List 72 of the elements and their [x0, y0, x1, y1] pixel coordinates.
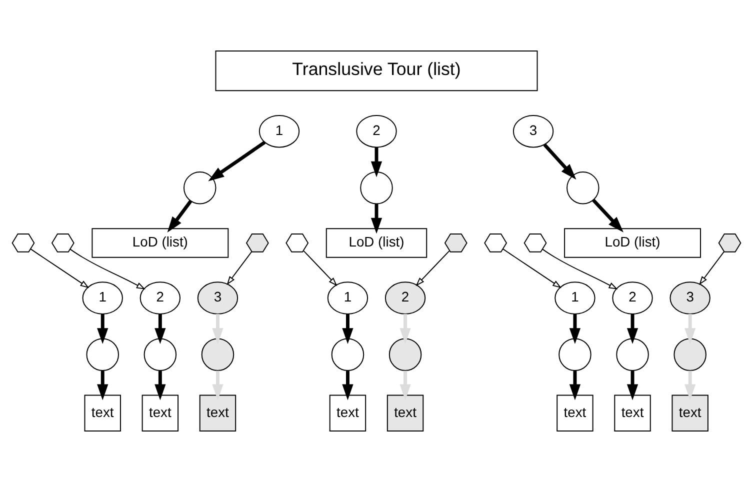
arrow [416, 250, 450, 286]
node-ellipse: 1 [327, 281, 368, 314]
node-box: LoD (list) [564, 228, 701, 258]
node-hexagon [246, 233, 269, 252]
arrow [226, 250, 252, 285]
node-ellipse: 3 [197, 281, 238, 314]
node-ellipse: 2 [384, 281, 426, 314]
node-box: LoD (list) [326, 228, 428, 258]
node-box: text [672, 394, 708, 432]
arrow [543, 143, 576, 180]
node-circle [360, 171, 393, 204]
arrow [342, 313, 354, 344]
node-box: text [556, 394, 594, 432]
arrow [370, 203, 382, 234]
node-ellipse: 2 [612, 281, 653, 314]
node-box: text [84, 394, 121, 432]
node-box: text [199, 394, 236, 432]
arrow [97, 370, 108, 400]
arrow [502, 248, 562, 288]
arrow [154, 313, 166, 344]
node-circle [86, 338, 119, 370]
arrow [626, 313, 638, 344]
arrow [212, 370, 224, 400]
arrow [569, 313, 581, 344]
node-box: text [386, 394, 424, 432]
node-ellipse: 2 [356, 114, 397, 148]
arrow [542, 248, 618, 289]
arrow [400, 370, 411, 400]
node-ellipse: 2 [140, 281, 181, 314]
arrow [592, 198, 624, 232]
arrow [167, 200, 192, 232]
node-circle [388, 338, 422, 370]
node-ellipse: 3 [512, 114, 554, 148]
node-circle [566, 171, 600, 204]
arrow [626, 370, 638, 400]
node-ellipse: 3 [670, 281, 710, 314]
arrow [684, 313, 696, 344]
node-hexagon [524, 233, 547, 252]
arrow [154, 370, 166, 400]
node-hexagon [718, 233, 742, 252]
node-circle [616, 338, 649, 370]
arrow [30, 248, 90, 288]
node-box: text [329, 394, 366, 432]
node-ellipse: 1 [82, 281, 123, 314]
node-box: LoD (list) [92, 228, 229, 258]
arrow [70, 248, 146, 289]
node-hexagon [484, 233, 508, 252]
node-circle [184, 171, 216, 204]
node-hexagon [51, 233, 74, 252]
node-ellipse: 1 [258, 114, 300, 148]
node-ellipse: 1 [554, 281, 596, 314]
node-circle [331, 338, 364, 370]
node-box: Translusive Tour (list) [215, 50, 538, 91]
node-hexagon [12, 233, 35, 252]
node-box: text [142, 394, 179, 432]
arrow [342, 370, 354, 400]
node-circle [144, 338, 177, 370]
arrow [303, 250, 338, 286]
arrow [370, 146, 382, 177]
node-box: text [614, 394, 651, 432]
arrow [699, 250, 724, 285]
node-circle [201, 338, 234, 370]
node-circle [558, 338, 592, 370]
arrow [569, 370, 581, 400]
arrow [212, 313, 224, 344]
arrow [208, 140, 266, 181]
arrow [97, 313, 108, 344]
node-circle [674, 338, 706, 370]
node-hexagon [444, 233, 468, 252]
node-hexagon [286, 233, 309, 252]
arrow [400, 313, 411, 344]
arrow [684, 370, 696, 400]
